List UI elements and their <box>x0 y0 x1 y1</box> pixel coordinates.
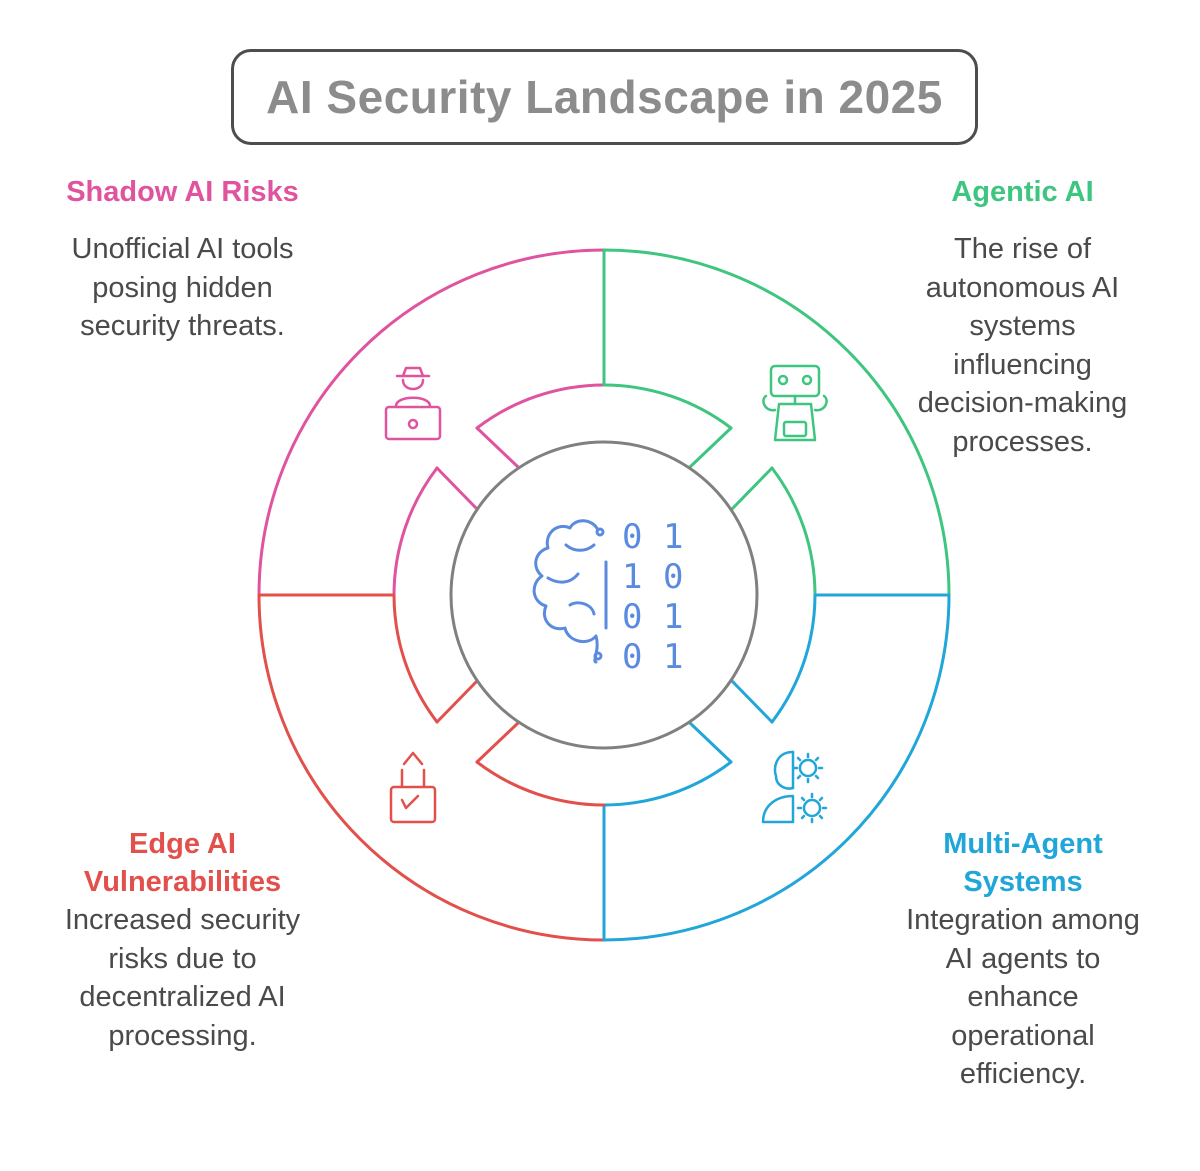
binary-row: 0 1 <box>622 517 683 557</box>
agentic-ai-desc-line: influencing <box>953 348 1092 381</box>
outer-arc-shadow <box>257 248 606 597</box>
inner-band-multi-right <box>770 593 817 724</box>
inner-band-agentic-top <box>602 383 733 430</box>
inner-band-agentic-right-edge <box>730 466 774 511</box>
shadow-ai-block: Shadow AI Risks Unofficial AI tools posi… <box>30 173 335 346</box>
inner-band-multi-right-edge <box>730 679 774 724</box>
binary-row: 0 1 <box>622 637 683 677</box>
binary-row: 0 1 <box>622 597 683 637</box>
inner-band-agentic-top-edge <box>688 426 733 469</box>
inner-band-shadow-top <box>475 383 606 430</box>
shadow-ai-description: Unofficial AI tools posing hidden securi… <box>30 230 335 346</box>
brain-binary-icon <box>532 519 608 664</box>
multi-agent-description: Integration among AI agents to enhance o… <box>888 901 1158 1094</box>
page-title: AI Security Landscape in 2025 <box>266 71 943 123</box>
outer-arc-agentic <box>602 248 951 597</box>
agentic-ai-desc-line: processes. <box>952 425 1093 458</box>
inner-band-multi-bottom <box>602 760 733 807</box>
multi-agent-desc-line: enhance <box>967 981 1079 1013</box>
agentic-ai-desc-line: systems <box>969 310 1076 342</box>
binary-digits: 0 1 1 0 0 1 0 1 <box>622 517 683 677</box>
outer-arc-edge <box>257 593 606 942</box>
inner-band-shadow-left-edge <box>435 466 479 511</box>
inner-band-edge-left <box>392 593 439 724</box>
edge-ai-heading-line: Vulnerabilities <box>83 866 282 898</box>
center-circle <box>449 440 759 750</box>
edge-ai-description: Increased security risks due to decentra… <box>30 901 335 1055</box>
multi-agent-heading-line: Multi-Agent <box>943 828 1103 860</box>
outer-arc-multi <box>602 593 951 942</box>
edge-ai-desc-line: Increased security <box>64 904 301 936</box>
agentic-ai-block: Agentic AI The rise of autonomous AI sys… <box>890 173 1155 461</box>
inner-band-edge-bottom <box>475 760 606 807</box>
agentic-ai-desc-line: autonomous AI <box>925 271 1120 304</box>
agentic-ai-desc-line: The rise of <box>954 233 1091 265</box>
hacker-laptop-icon <box>384 366 442 441</box>
multi-agent-desc-line: operational <box>951 1019 1095 1052</box>
agentic-ai-desc-line: decision-making <box>917 387 1128 419</box>
multi-agent-block: Multi-Agent Systems Integration among AI… <box>888 825 1158 1094</box>
shadow-ai-desc-line: Unofficial AI tools <box>71 233 294 265</box>
edge-ai-desc-line: risks due to <box>108 942 257 975</box>
multi-agent-desc-line: efficiency. <box>959 1058 1087 1090</box>
multi-agent-heading-line: Systems <box>963 866 1083 898</box>
inner-band-edge-bottom-edge <box>475 721 520 764</box>
edge-ai-desc-line: decentralized AI <box>79 981 286 1013</box>
title-box: AI Security Landscape in 2025 <box>231 49 978 145</box>
shadow-ai-desc-line: posing hidden <box>92 271 273 304</box>
edge-ai-block: Edge AI Vulnerabilities Increased securi… <box>30 825 335 1055</box>
multi-agent-heading: Multi-Agent Systems <box>888 825 1158 901</box>
inner-band-shadow-left <box>392 466 439 597</box>
agentic-ai-description: The rise of autonomous AI systems influe… <box>890 230 1155 461</box>
shadow-ai-heading: Shadow AI Risks <box>66 176 299 208</box>
robot-icon <box>762 364 828 442</box>
shadow-ai-desc-line: security threats. <box>80 310 285 342</box>
edge-ai-heading: Edge AI Vulnerabilities <box>30 825 335 901</box>
multi-agent-desc-line: AI agents to <box>945 942 1101 975</box>
unlocked-lock-icon <box>389 751 437 824</box>
binary-row: 1 0 <box>622 557 683 597</box>
inner-band-multi-bottom-edge <box>688 721 733 764</box>
inner-band-agentic-right <box>770 466 817 597</box>
inner-band-shadow-top-edge <box>475 426 520 469</box>
edge-ai-desc-line: processing. <box>108 1019 257 1052</box>
multi-agent-desc-line: Integration among <box>906 904 1140 936</box>
gears-head-icon <box>761 750 828 824</box>
agentic-ai-heading: Agentic AI <box>951 176 1094 208</box>
edge-ai-heading-line: Edge AI <box>129 828 236 860</box>
inner-band-edge-left-edge <box>435 679 479 724</box>
